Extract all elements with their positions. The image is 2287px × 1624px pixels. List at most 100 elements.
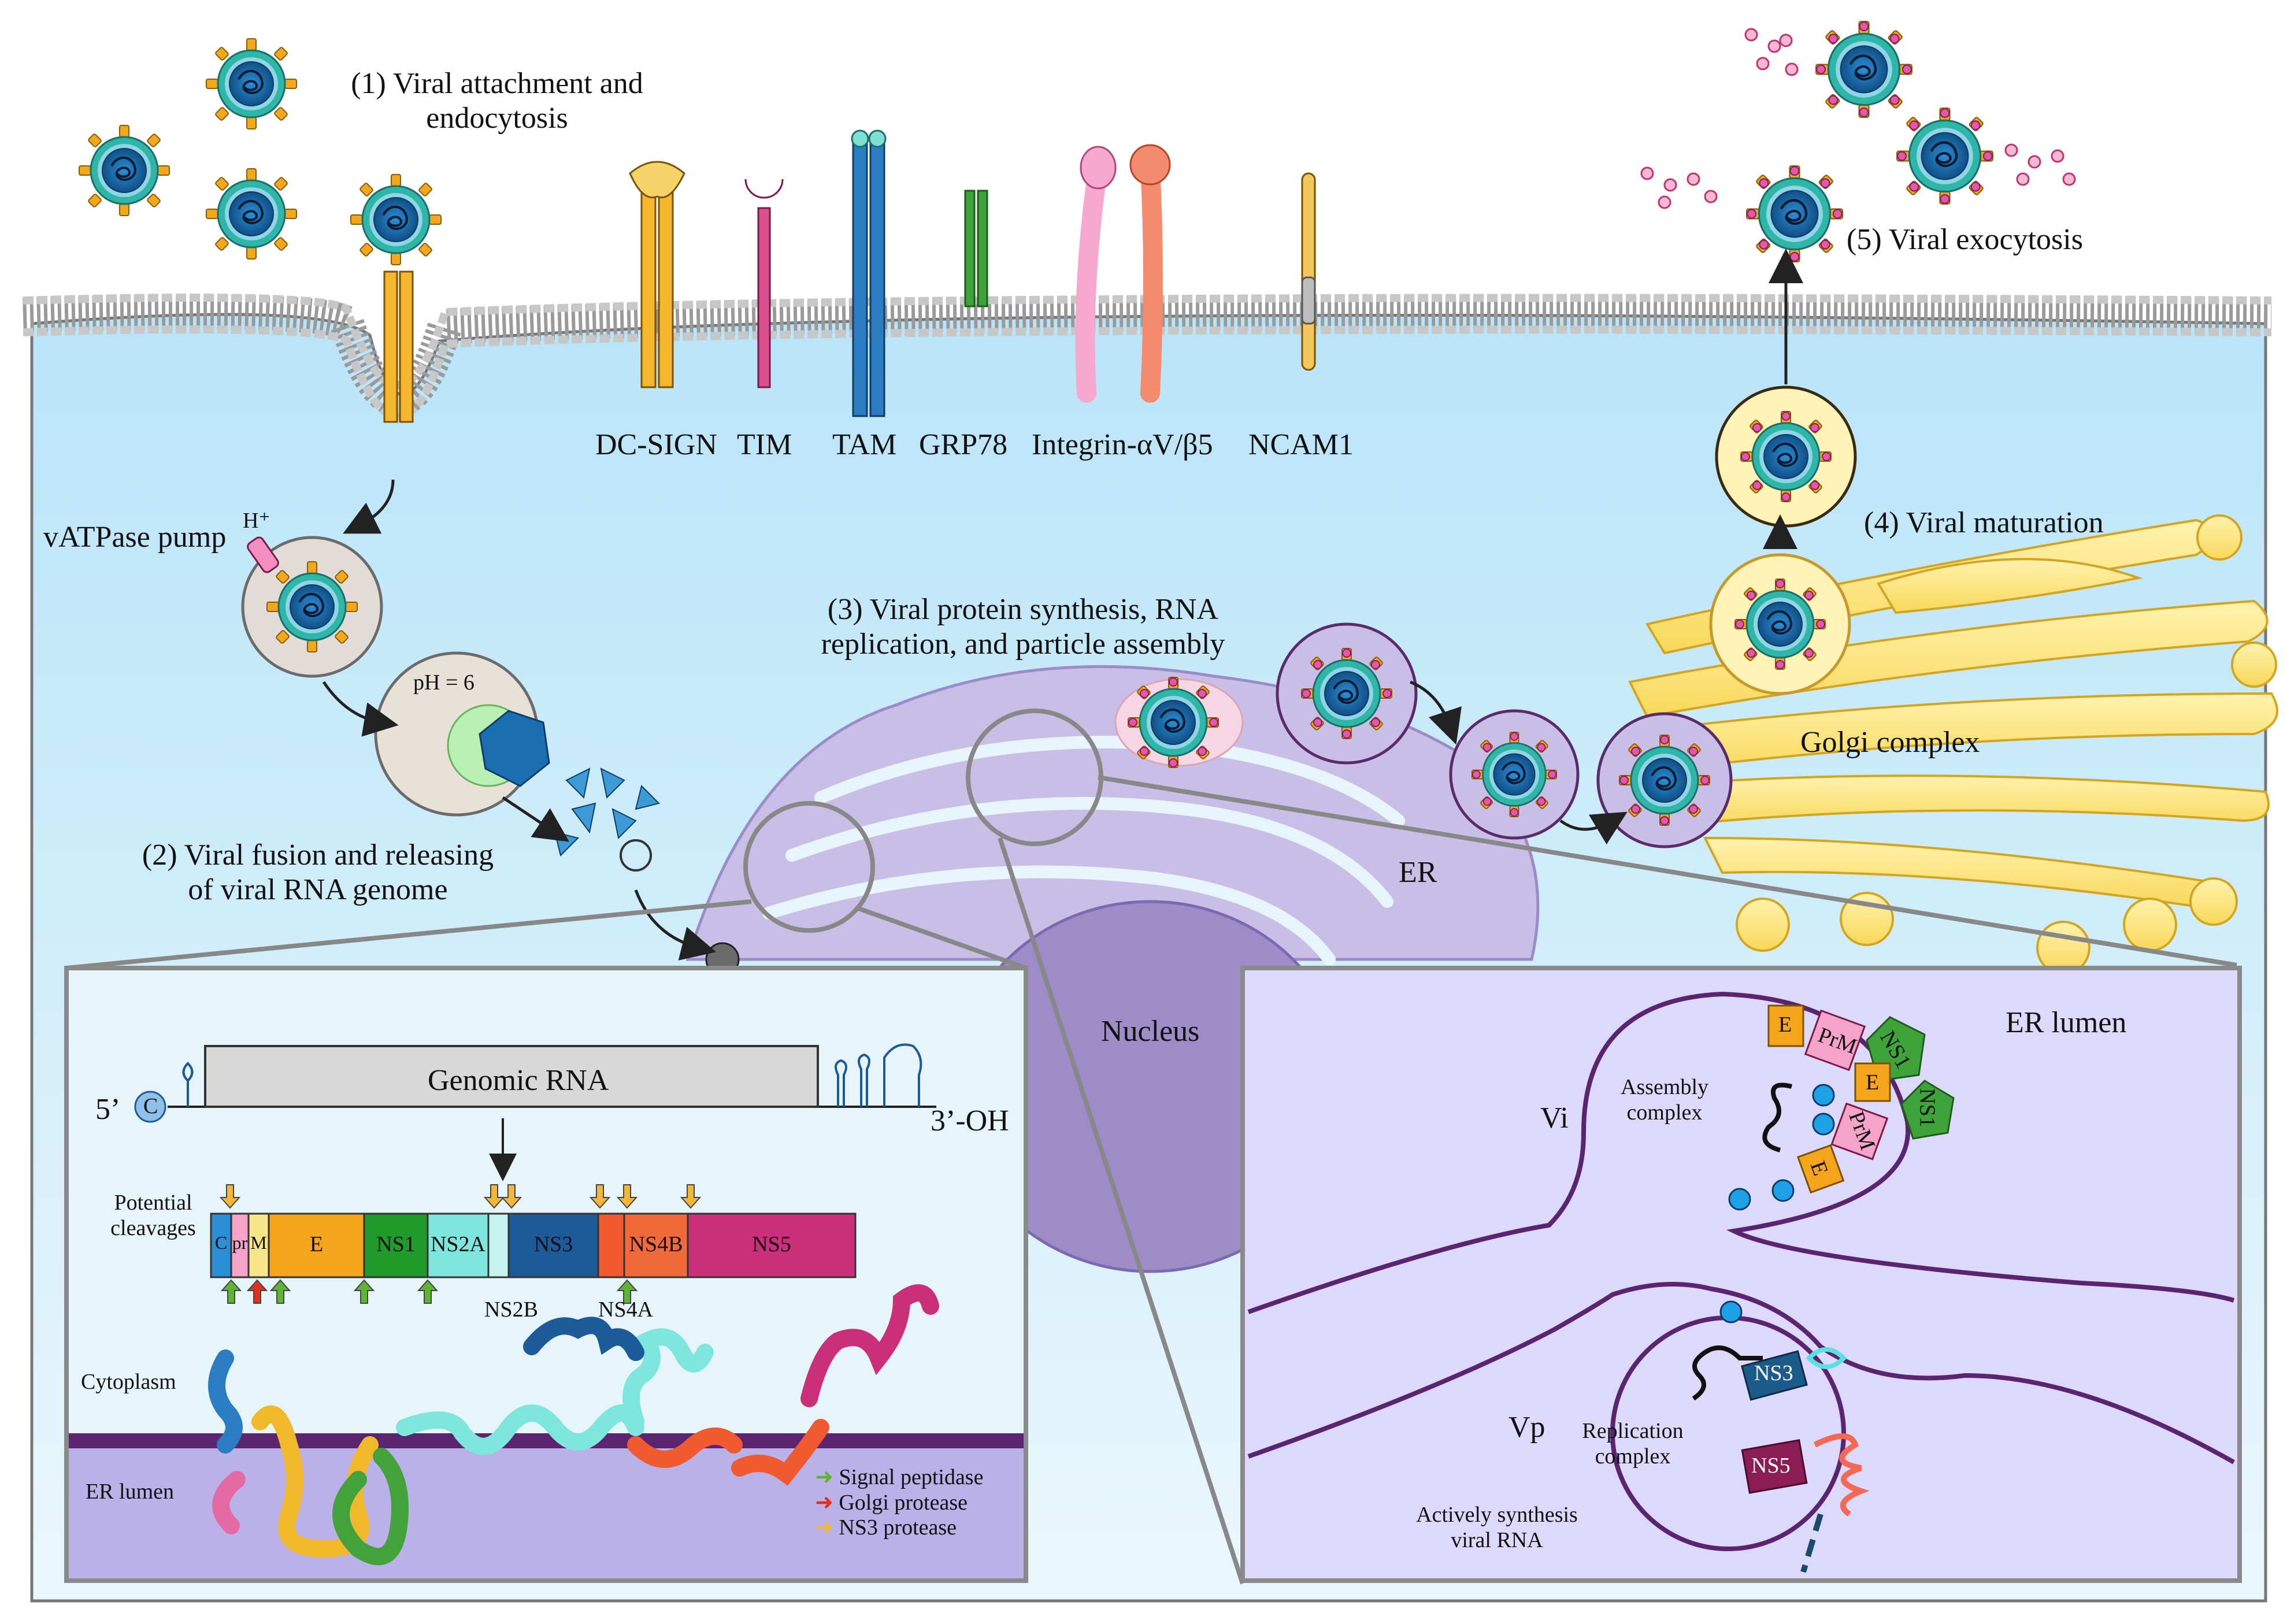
er-label: ER [1399,856,1437,889]
protein-ns5-icon [1741,1439,1808,1494]
polyprotein-segment [597,1213,625,1278]
protein-e-label: E [1778,1013,1792,1037]
polyprotein-segment-label: NS2A [430,1232,486,1256]
three-prime-stemloops-icon [835,1043,922,1107]
polyprotein-segment-label: NS4B [629,1232,683,1256]
five-prime-label: 5’ [95,1093,121,1126]
er-lumen-panel-label: ER lumen [2006,1006,2127,1039]
step1-label: (1) Viral attachment and endocytosis [324,66,670,136]
vatpase-label: vATPase pump [43,521,227,554]
secretory-vesicle-virus-icon [1741,411,1831,502]
polyprotein-segment [487,1213,510,1278]
receptor-label-tam: TAM [832,428,897,461]
legend-ns3-protease: ➜ NS3 protease [815,1515,983,1541]
polyprotein-segment-label: E [309,1232,324,1256]
protein-e-icon [1767,1004,1804,1047]
virus-particle-icon [205,38,298,130]
polyprotein-segment [363,1213,429,1278]
genomic-rna-label: Genomic RNA [428,1064,609,1097]
receptor-label-grp78: GRP78 [919,428,1008,461]
protein-ns3-label: NS3 [1754,1361,1793,1385]
protein-prm-icon [1804,1009,1866,1071]
er-lumen-inset-panel [1240,966,2242,1583]
red-arrow-icon: ➜ [815,1490,833,1515]
transport-vesicle-virus-icon [1619,735,1710,825]
maturing-virus-icon [1735,579,1825,669]
green-arrow-icon: ➜ [815,1465,833,1489]
signal-peptidase-arrow-icon [220,1279,242,1304]
polyprotein-segment-label: M [250,1232,267,1253]
receptor-ncam1-icon [1301,172,1316,371]
protein-e-icon [1854,1062,1891,1102]
polyprotein-segment-label: NS5 [752,1232,791,1256]
step3-line1: (3) Viral protein synthesis, RNA [827,593,1219,626]
active-line1: Actively synthesis [1416,1503,1578,1527]
step1-line1: (1) Viral attachment and [351,67,643,100]
signal-peptidase-arrow-icon [616,1279,638,1304]
polyprotein-segment-label: NS1 [376,1232,416,1256]
protease-legend: ➜ Signal peptidase ➜ Golgi protease ➜ NS… [815,1465,983,1541]
transport-vesicle-virus-icon [1302,648,1392,739]
replication-complex-label: Replication complex [1563,1419,1702,1469]
ns4a-label: NS4A [598,1297,654,1322]
er-membrane [1247,991,2235,1314]
step3-line2: replication, and particle assembly [821,627,1225,661]
replicating-rna-icon [1692,1345,1763,1401]
active-line2: viral RNA [1451,1527,1543,1552]
plasma-membrane [23,295,2272,417]
genome-er-lumen-label: ER lumen [86,1480,175,1504]
potential-cleavages-label: Potential cleavages [95,1191,211,1241]
legend-signal-peptidase: ➜ Signal peptidase [815,1465,983,1490]
mature-virus-icon [1747,166,1843,262]
replication-line2: complex [1595,1444,1671,1469]
viral-rna-icon [1762,1082,1792,1152]
receptor-tim-icon [744,179,784,388]
signal-peptidase-arrow-icon [353,1279,375,1304]
receptor-tam-icon [851,129,887,417]
virus-particle-icon [205,168,298,260]
golgi-protease-arrow-icon [246,1279,268,1304]
protein-e-label-2: E [1866,1070,1880,1095]
legend-golgi-protease: ➜ Golgi protease [815,1490,983,1516]
step2-label: (2) Viral fusion and releasing of viral … [116,838,520,907]
capsid-fragments-icon [554,767,660,857]
rna-genome-icon [620,839,652,872]
capsid-protein-icon [1719,1084,1835,1323]
step5-label: (5) Viral exocytosis [1847,223,2083,256]
virus-particle-icon [350,173,442,266]
endosome-virus-icon [266,561,358,653]
signal-peptidase-arrow-icon [269,1279,291,1304]
mature-virus-icon [1816,21,1912,117]
five-prime-cap-icon [134,1091,166,1123]
receptor-label-integrin: Integrin-αV/β5 [1032,428,1213,461]
cytoplasm-label: Cytoplasm [81,1370,176,1394]
potential-line2: cleavages [110,1215,196,1240]
orange-arrow-icon: ➜ [815,1515,833,1540]
step4-label: (4) Viral maturation [1864,506,2104,539]
signal-peptidase-arrow-icon [417,1279,439,1304]
golgi-label: Golgi complex [1800,726,1980,759]
legend-golgi-protease-text: Golgi protease [839,1490,968,1515]
nucleocapsid-icon [479,710,550,787]
protein-ns1-icon [1900,1080,1955,1140]
cleavage-arrows [219,1184,702,1304]
membrane-topology [208,1284,939,1566]
polyprotein-segment [687,1213,857,1278]
protein-prm-icon [1830,1102,1889,1160]
assembly-line2: complex [1626,1100,1703,1125]
assembly-line1: Assembly [1621,1075,1708,1099]
ns3-protease-arrow-icon [589,1184,611,1209]
polyprotein-segment-label: pr [232,1232,248,1253]
protein-e-icon [1796,1144,1845,1194]
three-prime-label: 3’-OH [931,1104,1009,1137]
polyprotein-segment [247,1213,270,1278]
transport-vesicle-virus-icon [1472,732,1556,817]
secreted-particles-icon [1640,28,2076,209]
step3-label: (3) Viral protein synthesis, RNA replica… [786,592,1260,662]
ns3-protease-arrow-icon [680,1184,702,1209]
virus-particle-icon [78,124,170,217]
legend-signal-peptidase-text: Signal peptidase [839,1465,984,1489]
ns2b-label: NS2B [484,1297,538,1322]
replication-line1: Replication [1582,1419,1684,1443]
